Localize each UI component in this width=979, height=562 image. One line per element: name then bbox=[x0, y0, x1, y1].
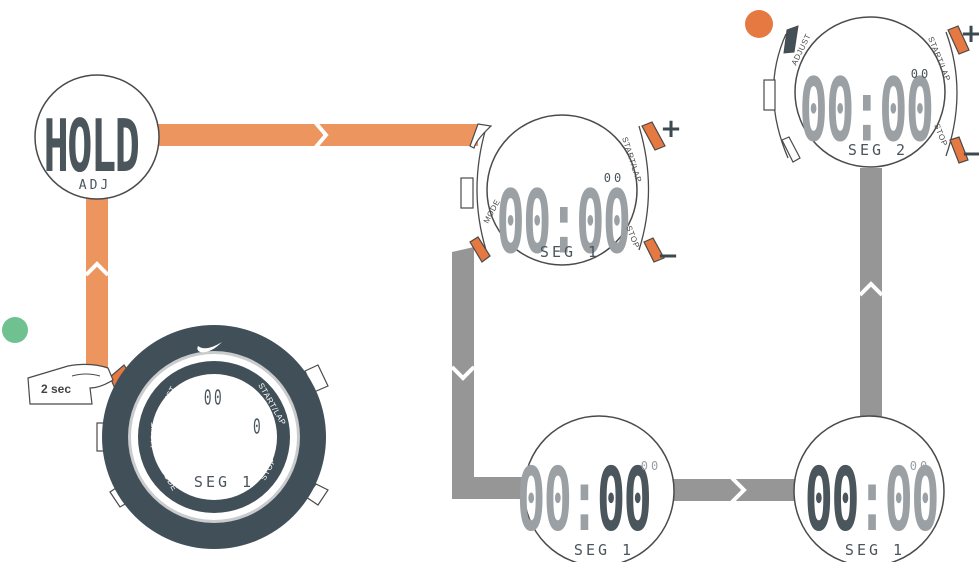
seg1-minutes-screen: 00: 00 00 SEG 1 bbox=[517, 415, 675, 562]
minus-icon: − bbox=[961, 139, 979, 169]
minus-icon: − bbox=[657, 241, 679, 271]
screen-circle bbox=[523, 415, 675, 562]
seg1-adjust-screen: 00:00 00 SEG 1 START/LAP STOP MODE + − bbox=[460, 114, 682, 274]
time-digits-left: 00: bbox=[517, 450, 597, 551]
main-watch: 00 0 SEG 1 ADJUST START/LAP LIGHT MODE S… bbox=[2, 317, 329, 549]
seg-text: SEG 1 bbox=[845, 541, 905, 559]
orange-flow-path bbox=[84, 120, 478, 374]
stop-label: STOP bbox=[932, 122, 949, 147]
upper-left-button bbox=[469, 123, 493, 149]
screen-circle bbox=[486, 114, 638, 266]
right-bezel-arc bbox=[945, 31, 958, 157]
adj-text: ADJ bbox=[79, 178, 111, 193]
time-digits: 00:00 bbox=[496, 173, 629, 274]
time-digits-right: :00 bbox=[858, 450, 938, 551]
stop-button[interactable] bbox=[643, 237, 665, 263]
time-digits-active: 00 bbox=[597, 450, 650, 551]
green-step-dot bbox=[2, 317, 28, 343]
mode-button[interactable] bbox=[469, 236, 491, 263]
top-digits: 00 bbox=[204, 386, 224, 410]
start-lap-button[interactable] bbox=[641, 121, 666, 151]
time-digits: 00:00 bbox=[799, 61, 932, 162]
gray-bottom-path bbox=[672, 479, 798, 501]
press-duration-label: 2 sec bbox=[41, 382, 71, 396]
side-button[interactable] bbox=[763, 79, 776, 111]
chevron-right-icon bbox=[313, 120, 329, 150]
hundredths-digits: 00 bbox=[911, 67, 931, 81]
adjust-button[interactable] bbox=[783, 25, 799, 54]
hundredths-digits: 00 bbox=[604, 171, 624, 185]
screen-circle bbox=[794, 16, 946, 168]
orange-horizontal-path bbox=[158, 124, 478, 146]
plus-icon: + bbox=[660, 114, 682, 144]
right-bezel-arc bbox=[638, 125, 650, 251]
lower-left-button[interactable] bbox=[781, 136, 801, 163]
orange-vertical-path bbox=[86, 196, 108, 374]
chevron-up-icon bbox=[858, 281, 884, 297]
chevron-down-icon bbox=[450, 365, 476, 381]
orange-step-dot bbox=[745, 10, 773, 38]
screen-circle bbox=[793, 415, 945, 562]
gray-left-path bbox=[452, 247, 536, 499]
finger-crease bbox=[71, 373, 101, 377]
time-digits-active: 00 bbox=[805, 450, 858, 551]
gray-right-path bbox=[860, 168, 882, 424]
seg-text: SEG 1 bbox=[194, 473, 254, 491]
seg-text: SEG 1 bbox=[540, 243, 600, 261]
gray-flow-path bbox=[450, 168, 884, 504]
screen-circle bbox=[34, 74, 160, 200]
plus-icon: + bbox=[960, 19, 979, 49]
hundredths-digits: 00 bbox=[910, 459, 930, 473]
side-button[interactable] bbox=[460, 177, 474, 209]
seg-text: SEG 1 bbox=[574, 541, 634, 559]
stop-button[interactable] bbox=[949, 136, 969, 164]
mid-digit: 0 bbox=[253, 415, 263, 439]
light-label: LIGHT bbox=[149, 422, 159, 448]
hold-adj-screen: HOLD ADJ bbox=[34, 74, 160, 200]
hundredths-digits: 00 bbox=[641, 459, 661, 473]
seg1-hours-screen: 00 :00 00 SEG 1 bbox=[793, 415, 945, 562]
watch-display bbox=[151, 374, 277, 500]
seg-text: SEG 2 bbox=[848, 141, 908, 159]
nike-swoosh-logo bbox=[197, 342, 222, 353]
start-lap-button[interactable] bbox=[947, 25, 970, 55]
hold-text: HOLD bbox=[44, 104, 139, 189]
left-bezel-arc bbox=[476, 127, 487, 251]
seg2-adjust-screen: 00:00 00 SEG 2 ADJUST START/LAP STOP + − bbox=[745, 10, 979, 169]
chevron-up-icon bbox=[84, 261, 110, 277]
chevron-right-icon bbox=[730, 476, 747, 504]
